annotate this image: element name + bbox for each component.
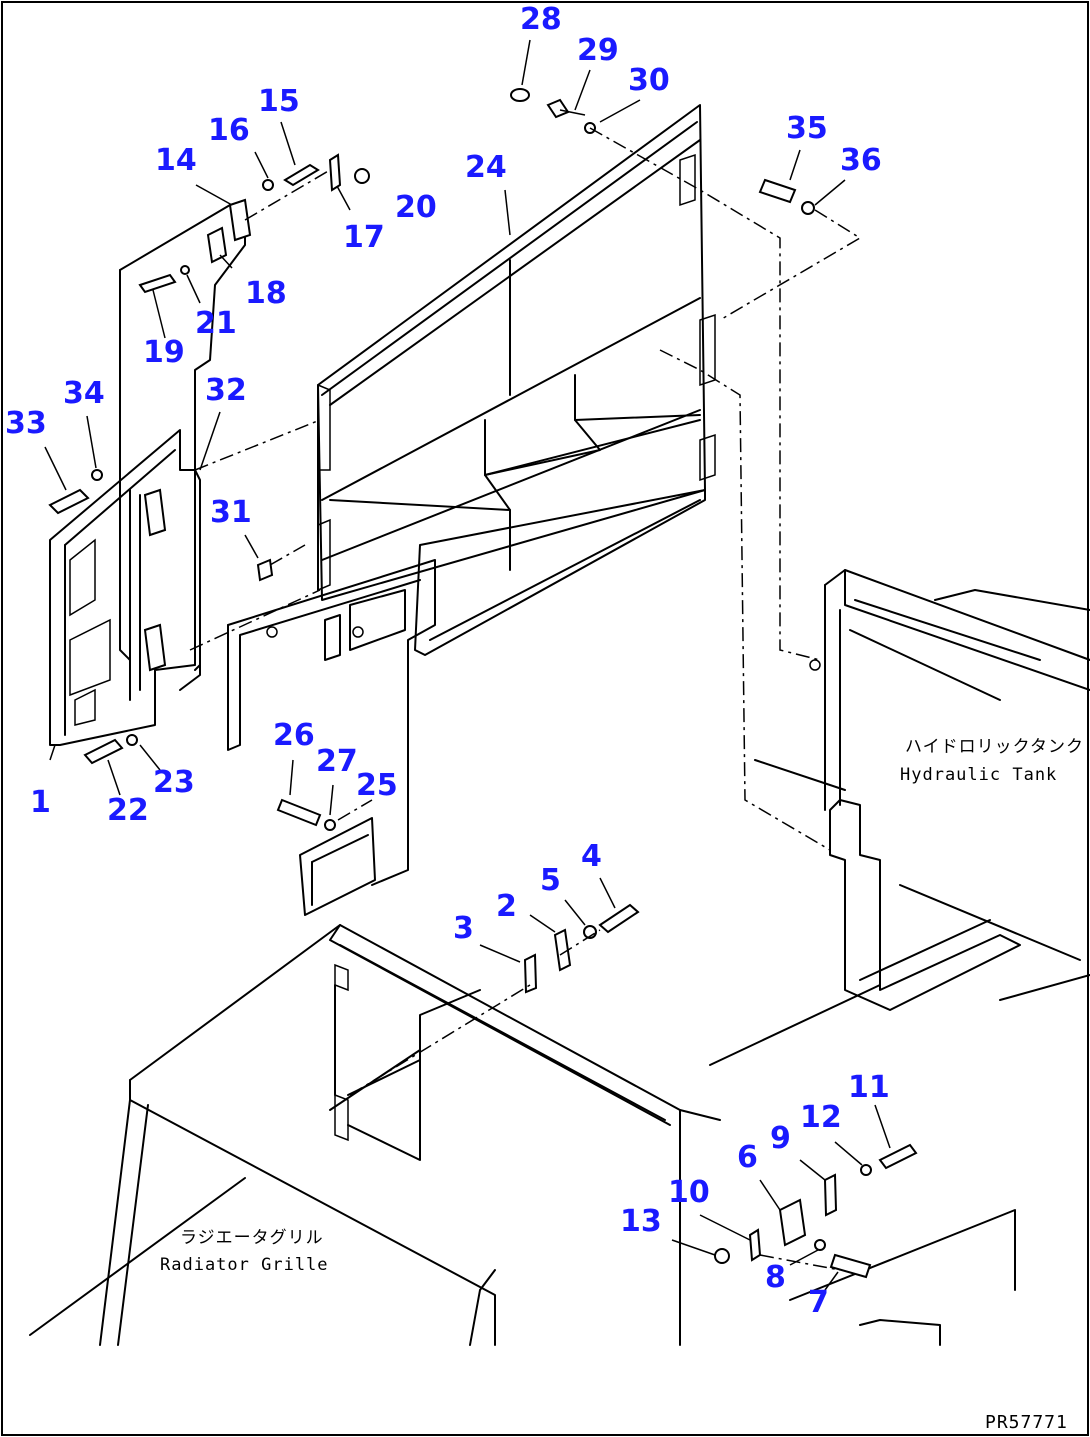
callout-23: 23 xyxy=(153,765,195,800)
leader-lines xyxy=(44,39,891,1291)
callout-10: 10 xyxy=(668,1175,710,1210)
callout-14: 14 xyxy=(155,143,197,178)
callout-13: 13 xyxy=(620,1204,662,1239)
callout-8: 8 xyxy=(765,1260,786,1295)
callout-17: 17 xyxy=(343,220,385,255)
hydraulic-tank-label-en: Hydraulic Tank xyxy=(900,765,1057,785)
callout-22: 22 xyxy=(107,793,149,828)
callout-15: 15 xyxy=(258,84,300,119)
callout-28: 28 xyxy=(520,2,562,37)
callout-25: 25 xyxy=(356,768,398,803)
callout-4: 4 xyxy=(581,839,602,874)
callout-18: 18 xyxy=(245,276,287,311)
hydraulic-tank xyxy=(709,569,1090,1346)
callout-31: 31 xyxy=(210,495,252,530)
door-1 xyxy=(49,429,201,746)
radiator-grille-label-en: Radiator Grille xyxy=(160,1255,329,1275)
hardware xyxy=(48,88,918,1279)
lower-bracket-panel xyxy=(227,559,436,886)
hydraulic-tank-label-jp: ハイドロリックタンク xyxy=(905,737,1084,757)
callout-34: 34 xyxy=(63,376,105,411)
callout-1: 1 xyxy=(30,785,51,820)
plate-25 xyxy=(299,817,376,916)
callout-20: 20 xyxy=(395,190,437,225)
callout-36: 36 xyxy=(840,143,882,178)
callout-33: 33 xyxy=(5,406,47,441)
callout-16: 16 xyxy=(208,113,250,148)
side-panel xyxy=(119,204,246,691)
drawing-number: PR57771 xyxy=(985,1412,1068,1433)
callout-labels: 1 2 3 4 5 6 7 8 9 10 11 12 13 14 15 16 1… xyxy=(5,2,890,1320)
callout-19: 19 xyxy=(143,335,185,370)
cover-panel-24 xyxy=(317,104,716,656)
callout-2: 2 xyxy=(496,889,517,924)
callout-7: 7 xyxy=(808,1285,829,1320)
callout-26: 26 xyxy=(273,718,315,753)
callout-6: 6 xyxy=(737,1140,758,1175)
callout-11: 11 xyxy=(848,1070,890,1105)
callout-32: 32 xyxy=(205,373,247,408)
radiator-grille-housing xyxy=(29,924,721,1346)
callout-12: 12 xyxy=(800,1100,842,1135)
callout-9: 9 xyxy=(770,1121,791,1156)
callout-5: 5 xyxy=(540,863,561,898)
callout-21: 21 xyxy=(195,306,237,341)
callout-35: 35 xyxy=(786,111,828,146)
callout-27: 27 xyxy=(316,744,358,779)
callout-24: 24 xyxy=(465,150,507,185)
callout-29: 29 xyxy=(577,33,619,68)
callout-3: 3 xyxy=(453,911,474,946)
callout-30: 30 xyxy=(628,63,670,98)
radiator-grille-label-jp: ラジエータグリル xyxy=(180,1228,324,1248)
component-notes: ハイドロリックタンク Hydraulic Tank ラジエータグリル Radia… xyxy=(160,737,1084,1433)
